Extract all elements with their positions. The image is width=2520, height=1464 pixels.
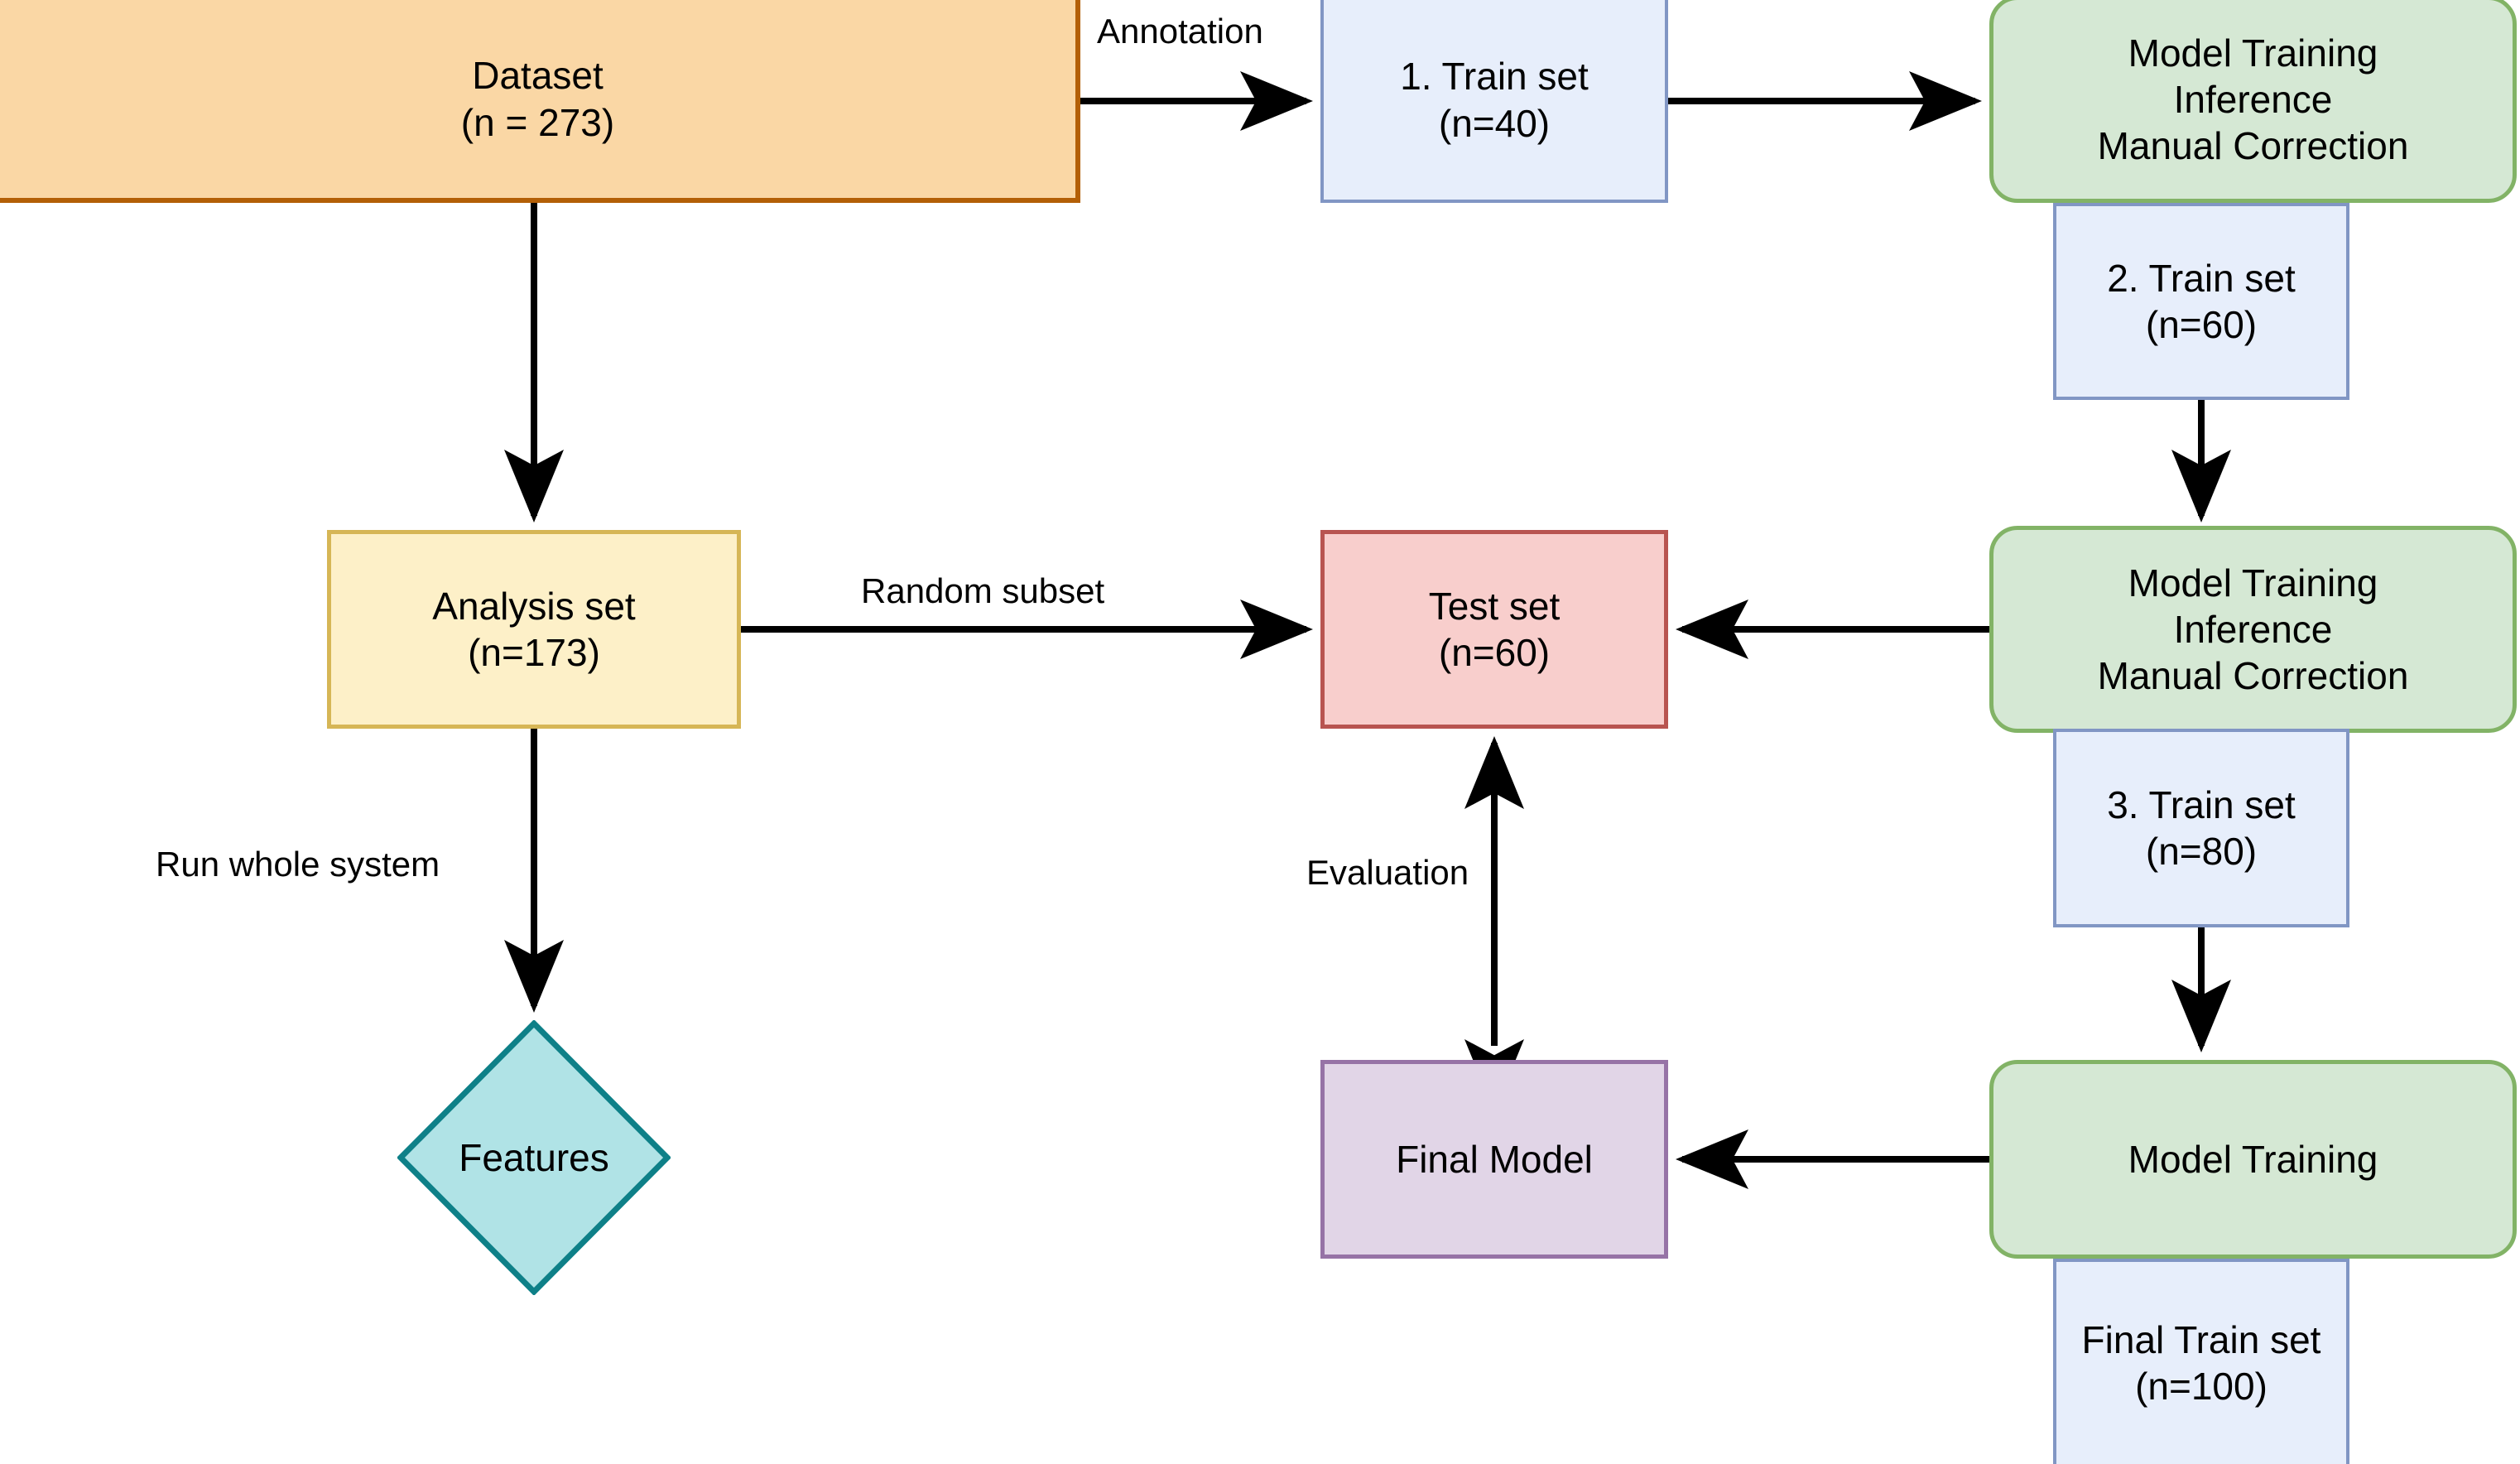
node-test-set[interactable]: Test set (n=60) xyxy=(1320,530,1668,729)
node-train-set-3-line1: 3. Train set xyxy=(2107,783,2296,826)
node-dataset-line1: Dataset xyxy=(472,54,604,98)
node-analysis-set[interactable]: Analysis set (n=173) xyxy=(327,530,741,729)
node-process-2-line2: Inference xyxy=(2173,607,2333,651)
node-process-2-line3: Manual Correction xyxy=(2097,654,2409,698)
edge-label-evaluation: Evaluation xyxy=(1306,853,1469,892)
node-process-1-line1: Model Training xyxy=(2128,31,2378,75)
node-test-set-line2: (n=60) xyxy=(1438,631,1551,674)
node-final-model[interactable]: Final Model xyxy=(1320,1060,1668,1259)
node-train-set-1[interactable]: 1. Train set (n=40) xyxy=(1320,0,1668,203)
node-dataset[interactable]: Dataset (n = 273) xyxy=(0,0,1080,203)
node-train-set-3[interactable]: 3. Train set (n=80) xyxy=(2053,729,2349,927)
node-process-1-line3: Manual Correction xyxy=(2097,124,2409,168)
node-train-set-1-line1: 1. Train set xyxy=(1400,55,1589,99)
node-features-label: Features xyxy=(459,1136,609,1179)
edge-label-random-subset: Random subset xyxy=(861,571,1105,610)
node-analysis-set-line2: (n=173) xyxy=(468,631,600,674)
node-dataset-line2: (n = 273) xyxy=(460,100,615,144)
edge-label-annotation: Annotation xyxy=(1097,12,1263,51)
node-process-1[interactable]: Model Training Inference Manual Correcti… xyxy=(1989,0,2517,203)
node-final-train-set-line1: Final Train set xyxy=(2081,1317,2321,1361)
node-train-set-3-line2: (n=80) xyxy=(2145,830,2258,873)
node-process-3-label: Model Training xyxy=(2128,1137,2378,1181)
node-analysis-set-line1: Analysis set xyxy=(432,584,636,628)
node-test-set-line1: Test set xyxy=(1428,584,1561,628)
node-final-train-set[interactable]: Final Train set (n=100) xyxy=(2053,1259,2349,1464)
node-final-model-label: Final Model xyxy=(1396,1137,1593,1181)
node-process-3[interactable]: Model Training xyxy=(1989,1060,2517,1259)
diamond-shape-icon xyxy=(397,1020,671,1295)
node-final-train-set-line2: (n=100) xyxy=(2135,1365,2268,1408)
node-features[interactable]: Features xyxy=(397,1020,671,1295)
edge-label-run-whole-system: Run whole system xyxy=(156,845,440,884)
node-train-set-2-line2: (n=60) xyxy=(2145,303,2258,346)
node-train-set-2[interactable]: 2. Train set (n=60) xyxy=(2053,203,2349,400)
node-process-2-line1: Model Training xyxy=(2128,561,2378,604)
node-train-set-1-line2: (n=40) xyxy=(1438,101,1551,145)
node-train-set-2-line1: 2. Train set xyxy=(2107,256,2296,300)
node-process-2[interactable]: Model Training Inference Manual Correcti… xyxy=(1989,526,2517,733)
node-process-1-line2: Inference xyxy=(2173,77,2333,121)
